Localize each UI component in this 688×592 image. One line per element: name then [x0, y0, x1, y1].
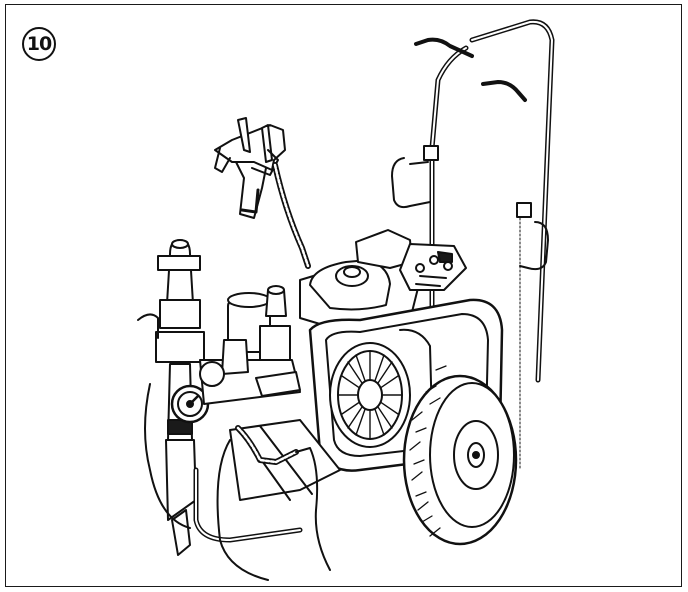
wheel-icon	[402, 365, 518, 546]
engine-body	[299, 229, 467, 331]
filter-valve-cluster	[199, 285, 301, 405]
base-frame	[193, 419, 341, 581]
engine-fan-icon	[329, 342, 411, 448]
pressure-gauge-icon	[170, 384, 210, 424]
step-number: 10	[26, 33, 52, 55]
figure-frame	[5, 4, 682, 587]
spray-gun-icon	[214, 117, 311, 269]
step-number-badge: 10	[22, 27, 56, 61]
cart-handle-icon	[391, 19, 555, 471]
